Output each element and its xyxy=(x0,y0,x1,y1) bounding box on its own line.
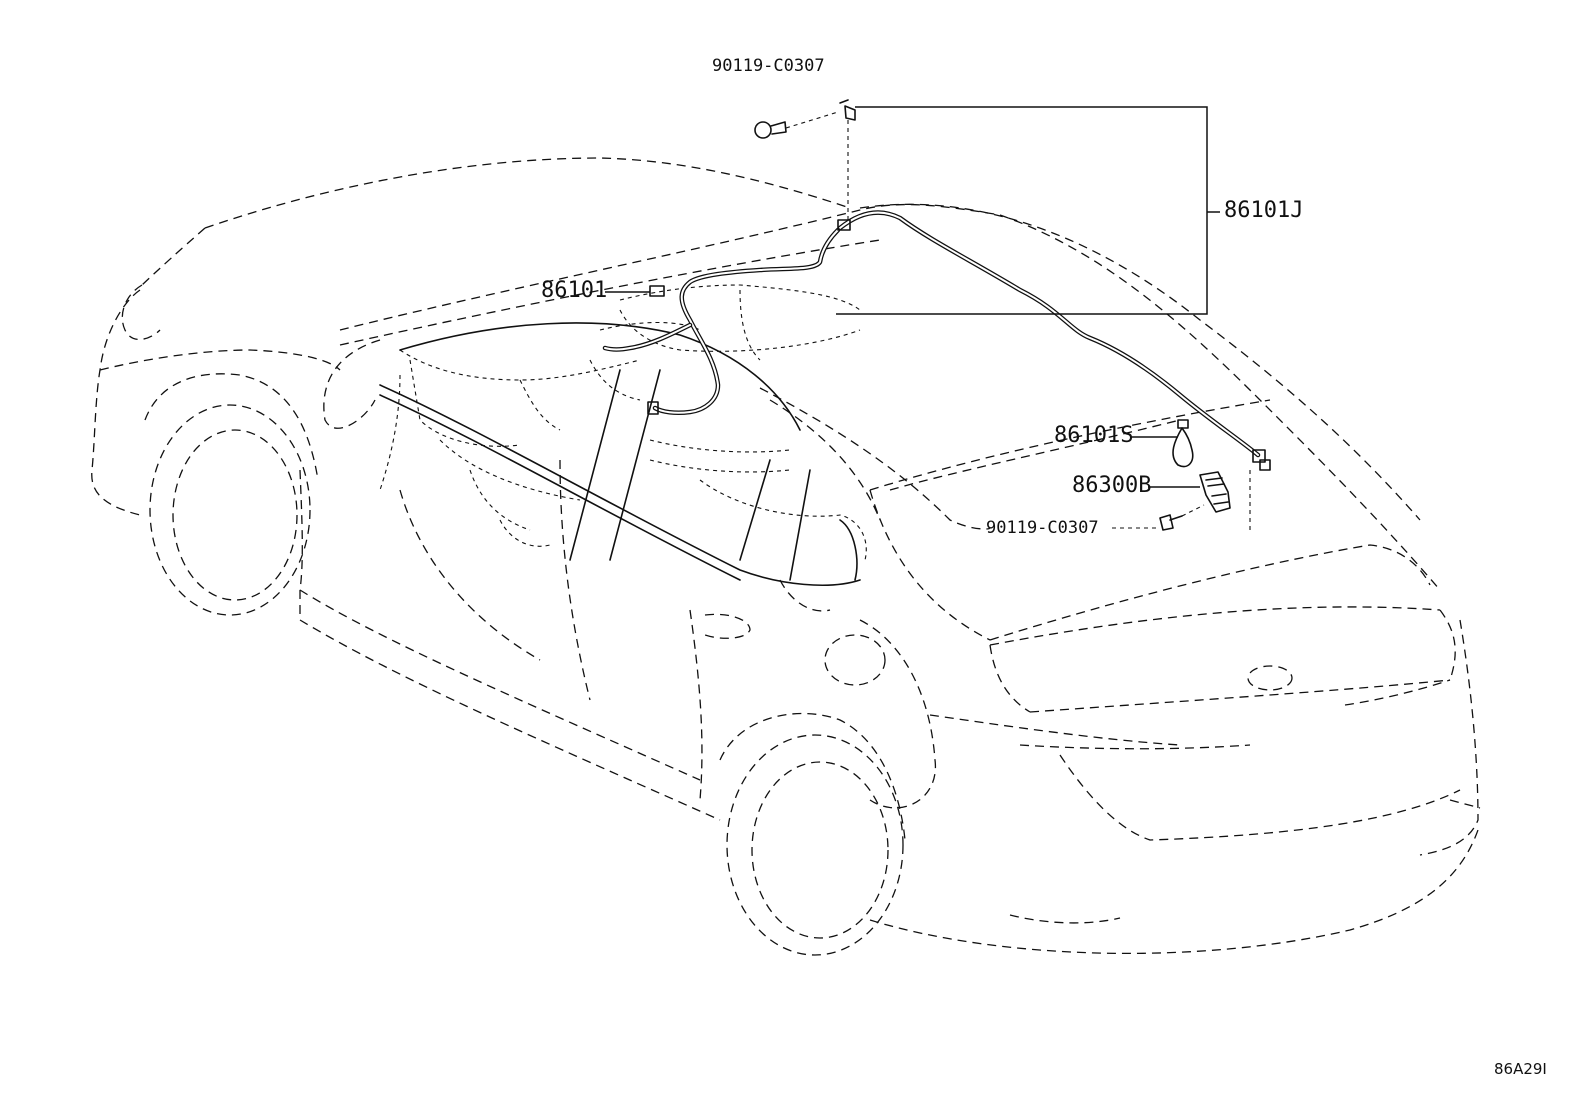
antenna-amplifier-icon xyxy=(1199,471,1231,513)
sub-wire-icon xyxy=(1172,419,1194,468)
bolt-top-dash xyxy=(785,111,839,129)
antenna-amplifier-label[interactable]: 86300B xyxy=(1072,473,1152,498)
sub-wire-label[interactable]: 86101S xyxy=(1054,423,1134,448)
callout-leaders xyxy=(605,106,1220,530)
antenna-wire-harness xyxy=(602,210,1271,471)
roof-wire-label[interactable]: 86101J xyxy=(1224,198,1304,223)
figure-code: 86A29I xyxy=(1494,1060,1547,1078)
bolt-lower-icon xyxy=(1159,514,1183,531)
bolt-lower-dash xyxy=(1181,504,1205,517)
cowl-wire-label[interactable]: 86101 xyxy=(541,278,608,303)
bolt-label-lower[interactable]: 90119-C0307 xyxy=(986,518,1099,538)
car-body-outline xyxy=(91,157,1481,956)
clip-top-icon xyxy=(839,99,856,121)
car-interior-outline xyxy=(379,284,867,586)
bolt-top-icon xyxy=(754,121,787,139)
bolt-label-top[interactable]: 90119-C0307 xyxy=(712,56,825,76)
